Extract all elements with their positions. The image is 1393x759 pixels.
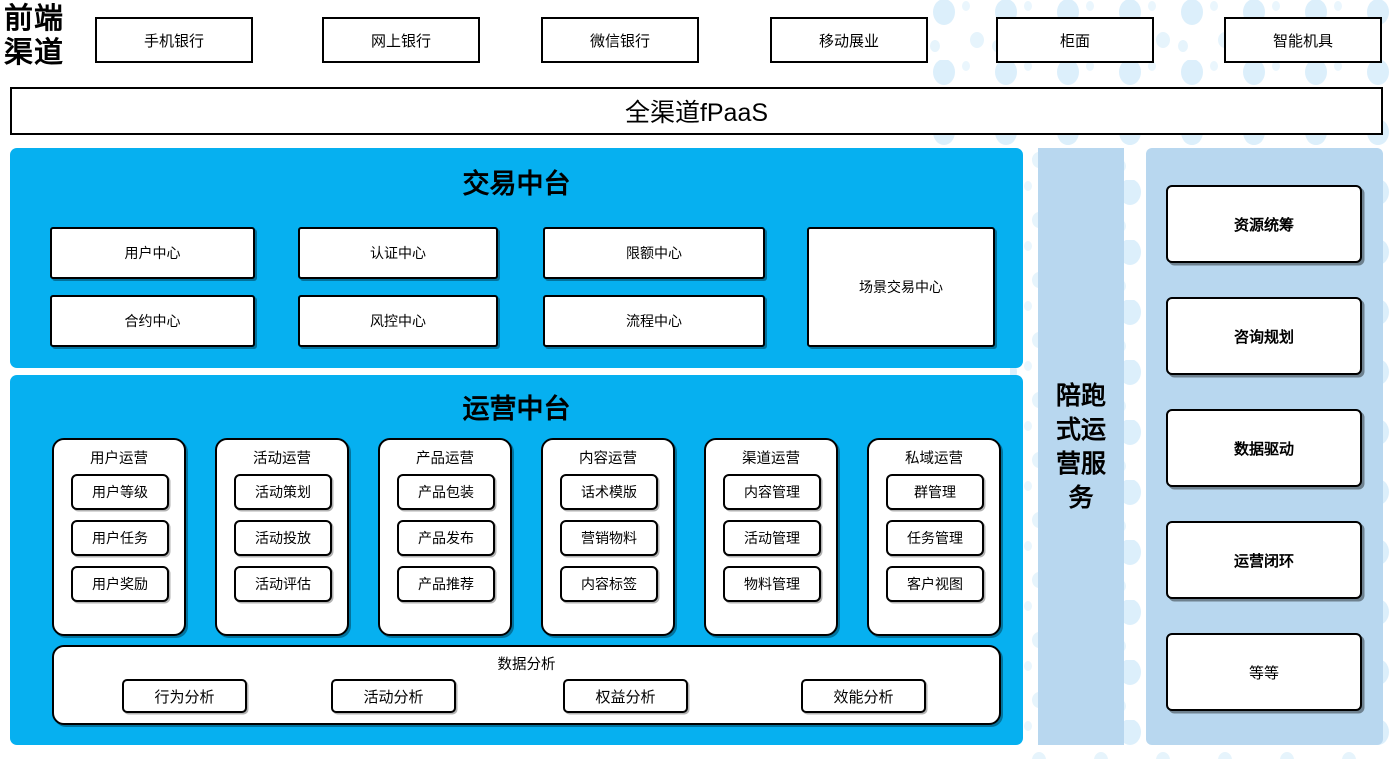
- op-item-product-release[interactable]: 产品发布: [397, 520, 495, 556]
- op-column-title-content: 内容运营: [579, 451, 637, 467]
- op-item-product-packaging[interactable]: 产品包装: [397, 474, 495, 510]
- front-channel-label-line1: 前端: [4, 3, 65, 35]
- data-analysis-title: 数据分析: [497, 657, 556, 673]
- fpaas-bar[interactable]: 全渠道fPaaS: [10, 87, 1383, 135]
- op-item-script-template[interactable]: 话术模版: [560, 474, 658, 510]
- op-item-group-management[interactable]: 群管理: [886, 474, 984, 510]
- op-column-title-channel: 渠道运营: [742, 451, 800, 467]
- op-item-activity-delivery[interactable]: 活动投放: [234, 520, 332, 556]
- op-item-user-task[interactable]: 用户任务: [71, 520, 169, 556]
- tx-box-scenario-trade-center[interactable]: 场景交易中心: [807, 227, 995, 347]
- cap-box-resource-coordination[interactable]: 资源统筹: [1166, 185, 1362, 263]
- op-column-user[interactable]: 用户运营 用户等级 用户任务 用户奖励: [52, 438, 186, 636]
- service-strip: 陪跑式运营服务: [1038, 148, 1124, 745]
- da-item-activity-analysis[interactable]: 活动分析: [331, 679, 456, 713]
- channel-box-smart-machine[interactable]: 智能机具: [1224, 17, 1382, 63]
- op-item-task-management[interactable]: 任务管理: [886, 520, 984, 556]
- da-item-behavior-analysis[interactable]: 行为分析: [122, 679, 247, 713]
- channel-box-counter[interactable]: 柜面: [996, 17, 1154, 63]
- da-item-benefit-analysis[interactable]: 权益分析: [563, 679, 688, 713]
- service-strip-label: 陪跑式运营服务: [1055, 381, 1106, 512]
- op-item-marketing-material[interactable]: 营销物料: [560, 520, 658, 556]
- tx-box-limit-center[interactable]: 限额中心: [543, 227, 765, 279]
- op-item-activity-evaluation[interactable]: 活动评估: [234, 566, 332, 602]
- capability-panel: 资源统筹 咨询规划 数据驱动 运营闭环 等等: [1146, 148, 1383, 745]
- front-channel-row: 前端 渠道 手机银行 网上银行 微信银行 移动展业 柜面 智能机具: [0, 0, 1393, 80]
- op-column-private-domain[interactable]: 私域运营 群管理 任务管理 客户视图: [867, 438, 1001, 636]
- channel-box-mobile-biz[interactable]: 移动展业: [770, 17, 928, 63]
- op-column-title-user: 用户运营: [90, 451, 148, 467]
- transaction-platform-title: 交易中台: [462, 169, 571, 199]
- da-item-efficiency-analysis[interactable]: 效能分析: [801, 679, 926, 713]
- tx-box-contract-center[interactable]: 合约中心: [50, 295, 255, 347]
- op-column-product[interactable]: 产品运营 产品包装 产品发布 产品推荐: [378, 438, 512, 636]
- op-item-activity-planning[interactable]: 活动策划: [234, 474, 332, 510]
- op-item-material-management[interactable]: 物料管理: [723, 566, 821, 602]
- op-item-content-tag[interactable]: 内容标签: [560, 566, 658, 602]
- tx-box-risk-center[interactable]: 风控中心: [298, 295, 498, 347]
- op-column-title-activity: 活动运营: [253, 451, 311, 467]
- op-column-channel[interactable]: 渠道运营 内容管理 活动管理 物料管理: [704, 438, 838, 636]
- tx-box-auth-center[interactable]: 认证中心: [298, 227, 498, 279]
- cap-box-data-driven[interactable]: 数据驱动: [1166, 409, 1362, 487]
- op-column-activity[interactable]: 活动运营 活动策划 活动投放 活动评估: [215, 438, 349, 636]
- op-item-product-recommend[interactable]: 产品推荐: [397, 566, 495, 602]
- operations-platform-panel: 运营中台 用户运营 用户等级 用户任务 用户奖励 活动运营 活动策划 活动投放 …: [10, 375, 1023, 745]
- channel-box-online-bank[interactable]: 网上银行: [322, 17, 480, 63]
- channel-box-wechat-bank[interactable]: 微信银行: [541, 17, 699, 63]
- op-item-activity-management[interactable]: 活动管理: [723, 520, 821, 556]
- channel-box-mobile-bank[interactable]: 手机银行: [95, 17, 253, 63]
- tx-box-user-center[interactable]: 用户中心: [50, 227, 255, 279]
- op-item-user-reward[interactable]: 用户奖励: [71, 566, 169, 602]
- op-column-content[interactable]: 内容运营 话术模版 营销物料 内容标签: [541, 438, 675, 636]
- op-item-content-management[interactable]: 内容管理: [723, 474, 821, 510]
- op-item-user-level[interactable]: 用户等级: [71, 474, 169, 510]
- tx-box-process-center[interactable]: 流程中心: [543, 295, 765, 347]
- operations-platform-title: 运营中台: [462, 394, 571, 424]
- op-column-title-private-domain: 私域运营: [905, 451, 963, 467]
- op-item-customer-view[interactable]: 客户视图: [886, 566, 984, 602]
- op-column-title-product: 产品运营: [416, 451, 474, 467]
- transaction-platform-panel: 交易中台 用户中心 认证中心 限额中心 合约中心 风控中心 流程中心 场景交易中…: [10, 148, 1023, 368]
- cap-box-operation-closed-loop[interactable]: 运营闭环: [1166, 521, 1362, 599]
- cap-box-etc[interactable]: 等等: [1166, 633, 1362, 711]
- cap-box-consulting-planning[interactable]: 咨询规划: [1166, 297, 1362, 375]
- front-channel-label: 前端 渠道: [4, 2, 92, 70]
- data-analysis-panel[interactable]: 数据分析 行为分析 活动分析 权益分析 效能分析: [52, 645, 1001, 725]
- front-channel-label-line2: 渠道: [4, 37, 65, 69]
